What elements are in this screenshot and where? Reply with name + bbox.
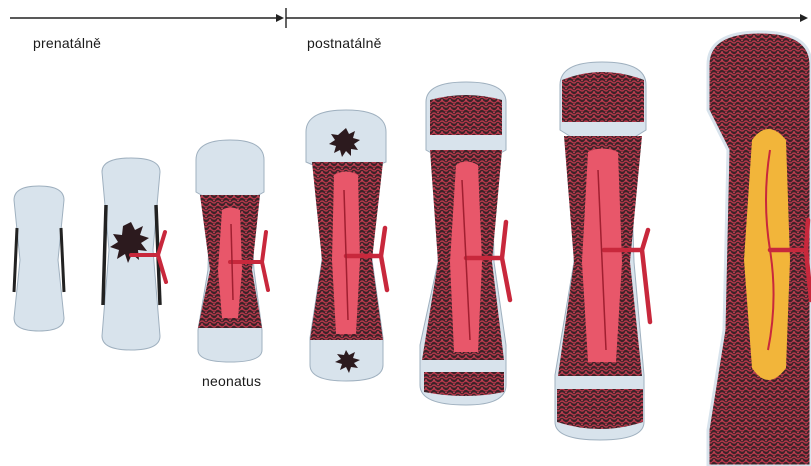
stage-1-cartilage-model: [14, 186, 64, 331]
proximal-epiphysis: [430, 95, 502, 135]
distal-epiphysis: [424, 372, 504, 396]
stage-2-primary-ossification-center: [102, 158, 166, 350]
prenatal-label: prenatálně: [33, 35, 101, 51]
cartilage-shape: [14, 186, 64, 331]
stage-3-neonatus: [196, 140, 268, 362]
neonatus-label: neonatus: [202, 373, 261, 389]
postnatal-label: postnatálně: [307, 35, 382, 51]
stage-6-maturing-bone: [555, 62, 650, 440]
bone-collar-right: [61, 228, 64, 292]
stage-4-secondary-centers: [306, 110, 387, 381]
stage-5-growth-plates: [420, 82, 510, 405]
prenatal-arrow-head: [276, 14, 284, 22]
timeline: [10, 8, 808, 28]
postnatal-arrow-head: [800, 14, 808, 22]
bone-collar-left: [14, 228, 17, 292]
proximal-epiphysis: [562, 72, 644, 122]
distal-epiphysis: [557, 389, 643, 429]
stage-7-adult-bone: [708, 32, 811, 466]
